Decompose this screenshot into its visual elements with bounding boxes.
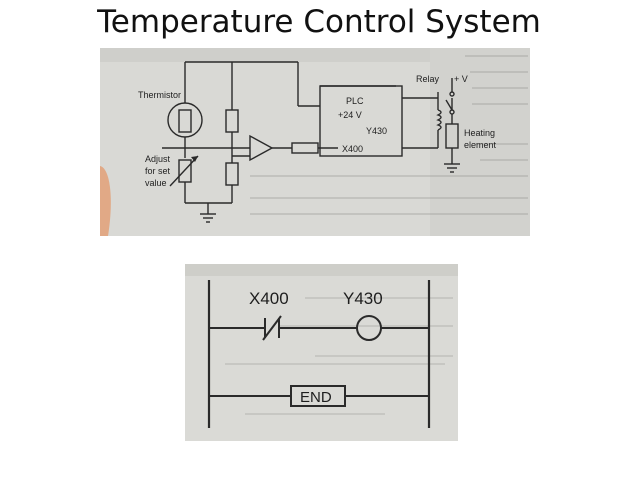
ladder-diagram: X400 Y430 END — [185, 264, 458, 441]
heating-label-line2: element — [464, 140, 497, 150]
finger-shadow — [100, 166, 111, 236]
ladder-diagram-photo: X400 Y430 END — [185, 264, 458, 441]
plc-input-label: X400 — [342, 144, 363, 154]
circuit-diagram-photo: Thermistor Adjust for set value PLC +24 … — [100, 48, 530, 236]
coil-label: Y430 — [343, 289, 383, 308]
adjust-label-line2: for set — [145, 166, 171, 176]
plc-output-label: Y430 — [366, 126, 387, 136]
adjust-label-line1: Adjust — [145, 154, 171, 164]
slide-title: Temperature Control System — [97, 4, 541, 40]
supply-label: + V — [454, 74, 468, 84]
amplifier-symbol — [249, 134, 274, 162]
plc-label: PLC — [346, 96, 364, 106]
thermistor-label: Thermistor — [138, 90, 181, 100]
relay-label: Relay — [416, 74, 440, 84]
adjust-label-line3: value — [145, 178, 167, 188]
heating-label-line1: Heating — [464, 128, 495, 138]
relay-coil-symbol — [436, 109, 442, 131]
end-label: END — [300, 389, 332, 406]
circuit-diagram: Thermistor Adjust for set value PLC +24 … — [100, 48, 530, 236]
plc-supply-label: +24 V — [338, 110, 362, 120]
contact-label: X400 — [249, 289, 289, 308]
